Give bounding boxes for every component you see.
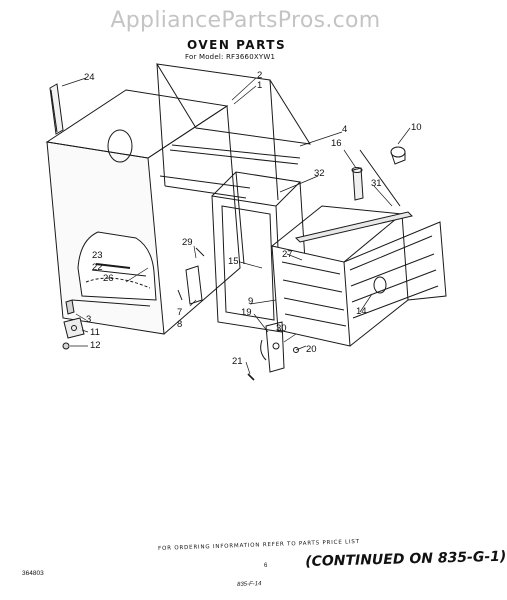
part-24-trim-strip <box>49 83 64 135</box>
callout-29: 29 <box>182 237 193 248</box>
callout-24: 24 <box>84 72 95 83</box>
callout-12: 12 <box>90 340 101 351</box>
watermark: AppliancePartsPros.com <box>110 8 381 33</box>
callout-labels: 24 2 1 4 10 16 32 31 29 15 27 23 22 3 7 … <box>84 70 422 367</box>
callout-3: 3 <box>86 314 91 325</box>
callout-22: 22 <box>92 262 103 273</box>
callout-31: 31 <box>371 178 382 189</box>
part-16-probe <box>351 167 364 201</box>
callout-26: 26 <box>103 273 114 284</box>
callout-11: 11 <box>90 327 100 338</box>
callout-1: 1 <box>257 80 262 91</box>
bracket-29 <box>177 247 205 305</box>
drawing-code: 364803 <box>22 570 44 577</box>
hinge-bracket <box>247 321 299 381</box>
callout-30: 30 <box>276 323 287 334</box>
oven-liner <box>271 149 447 347</box>
handwritten-ref: 835-F-14 <box>237 581 262 588</box>
part-10-grommet <box>390 146 406 165</box>
callout-8: 8 <box>177 319 182 330</box>
callout-4: 4 <box>342 124 347 135</box>
screw-12 <box>62 342 70 350</box>
callout-16: 16 <box>331 138 342 149</box>
callout-23: 23 <box>92 250 103 261</box>
callout-27: 27 <box>282 249 293 260</box>
callout-15: 15 <box>228 256 239 267</box>
callout-2: 2 <box>257 70 262 81</box>
callout-19: 19 <box>241 307 252 318</box>
callout-7: 7 <box>177 307 182 318</box>
screw-3 <box>65 299 75 315</box>
callout-32: 32 <box>314 168 325 179</box>
callout-14: 14 <box>356 306 367 317</box>
bracket-11 <box>63 317 85 339</box>
page-number: 6 <box>264 563 268 569</box>
callout-10: 10 <box>411 122 422 133</box>
callout-20: 20 <box>306 344 317 355</box>
callout-21: 21 <box>232 356 243 367</box>
diagram-title: OVEN PARTS <box>187 38 287 52</box>
leader-lines <box>61 77 411 375</box>
cabinet-body <box>45 63 311 335</box>
exploded-parts-diagram: 24 2 1 4 10 16 32 31 29 15 27 23 22 3 7 … <box>45 63 447 381</box>
callout-9: 9 <box>248 296 253 307</box>
model-number: For Model: RF3660XYW1 <box>185 53 276 61</box>
